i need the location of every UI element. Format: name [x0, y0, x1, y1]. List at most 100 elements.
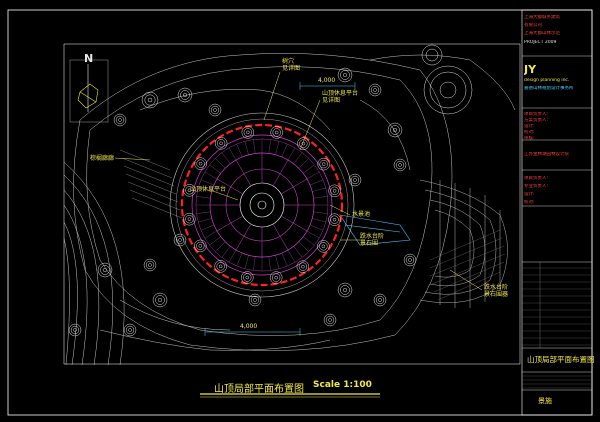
title-block-grid	[522, 267, 592, 389]
tree-symbol	[373, 293, 387, 307]
tree-symbol	[393, 158, 407, 172]
tree-symbol	[143, 258, 157, 272]
discipline-code: 景施	[538, 397, 552, 405]
paving-joint	[196, 211, 211, 214]
field-check: 校对:	[524, 130, 535, 135]
paving-joint	[268, 139, 271, 154]
paving-joint	[204, 230, 218, 239]
tree-symbol	[368, 83, 382, 97]
summit-platform	[169, 112, 355, 298]
tree-symbol	[323, 313, 337, 327]
north-label: N	[84, 52, 94, 65]
tree-symbol	[113, 113, 127, 127]
tree-symbol	[123, 323, 137, 337]
paving-joint	[313, 196, 328, 199]
plan-scale: Scale 1:100	[313, 380, 372, 390]
platform-spoke	[235, 223, 252, 251]
client-line-3: 上海大都山林示范	[524, 31, 560, 36]
paving-joint	[228, 147, 237, 161]
plan-title: 山顶局部平面布置图	[214, 384, 304, 395]
dimension-bottom: 4,000	[240, 323, 258, 330]
field2-design: 设计:	[524, 192, 535, 197]
tree-symbol	[387, 122, 403, 138]
north-arrow	[69, 59, 109, 123]
title-underline	[200, 393, 380, 398]
left-arcs	[63, 161, 125, 366]
tree-symbol	[208, 103, 222, 117]
cascade-hatch	[429, 229, 506, 301]
dimension-top: 4,000	[318, 77, 336, 84]
title-block-rules	[522, 55, 592, 391]
paving-joint	[312, 218, 326, 223]
tree-symbol	[337, 282, 353, 298]
label-cascade-steps: 跌水台阶	[360, 233, 385, 240]
paving-joint	[196, 196, 211, 199]
tree-symbol	[270, 126, 283, 139]
plan-viewport	[63, 43, 521, 365]
tree-symbol	[194, 239, 207, 253]
client-line-4: PROJECT 2009	[524, 40, 557, 45]
paving-joint	[303, 236, 315, 246]
paving-joint	[209, 164, 221, 174]
paving-joint	[221, 246, 231, 258]
label-cascade-steps-right: 跌水台阶	[484, 284, 509, 291]
field-design: 设计:	[524, 124, 535, 129]
tree-symbol	[328, 184, 341, 198]
water-channel	[339, 214, 411, 246]
company-chinese-name: 嘉德山林规划设计事务所	[524, 86, 574, 91]
paving-joint	[215, 241, 226, 252]
tree-symbol	[194, 157, 207, 170]
tree-symbol	[328, 213, 341, 226]
tree-symbol	[241, 126, 255, 139]
label-summit-platform-a: 山顶休息平台	[322, 90, 359, 97]
tree-symbol	[97, 262, 113, 278]
paving-joint	[244, 255, 249, 269]
tree-symbol	[173, 233, 187, 247]
label-rock-border-right: 景石围器	[484, 291, 509, 298]
sheet-title: 山顶局部平面布置图	[527, 355, 595, 364]
tree-symbol	[152, 292, 168, 308]
cascade-steps	[419, 179, 508, 308]
tree-symbol	[177, 87, 193, 103]
paving-joint	[309, 179, 324, 186]
paving-joint	[275, 255, 280, 269]
tree-symbol	[317, 240, 330, 253]
paving-joint	[198, 187, 212, 192]
label-water-pool: 水景池	[352, 211, 371, 218]
platform-spoke	[235, 159, 252, 187]
label-palm-corridor: 棕榈廊廊	[90, 155, 115, 162]
tree-symbol	[348, 173, 362, 187]
platform-paving	[196, 139, 328, 271]
tree-symbol	[214, 260, 227, 273]
project-name: 江苏金林湖园林设计院	[524, 152, 569, 157]
paving-joint	[244, 141, 249, 155]
field2-project-lead: 项目负责人:	[524, 176, 549, 181]
terrain-contours	[73, 53, 516, 351]
paving-joint	[275, 141, 280, 155]
paving-joint	[200, 179, 215, 186]
paving-joint	[236, 143, 243, 158]
paving-joint	[293, 152, 303, 164]
paving-joint	[215, 158, 226, 169]
dimension-lines	[204, 82, 356, 336]
platform-spoke	[216, 178, 244, 195]
paving-joint	[268, 256, 271, 271]
paving-joint	[309, 224, 324, 231]
paving-joint	[293, 246, 303, 258]
company-logo: JY	[524, 64, 537, 76]
paving-joint	[253, 256, 256, 271]
paving-joint	[200, 224, 215, 231]
company-subtitle: design planning inc.	[524, 78, 570, 83]
client-line-1: 上海大都城乡建筑	[524, 15, 560, 20]
platform-spoke	[216, 215, 244, 232]
tree-symbol	[141, 91, 159, 109]
paving-joint	[198, 218, 212, 223]
tree-symbol	[68, 323, 82, 337]
platform-spoke	[280, 215, 308, 232]
tree-symbol	[183, 212, 196, 226]
tree-symbol	[183, 184, 196, 197]
large-tree-symbol	[421, 44, 473, 115]
platform-spoke	[272, 223, 289, 251]
